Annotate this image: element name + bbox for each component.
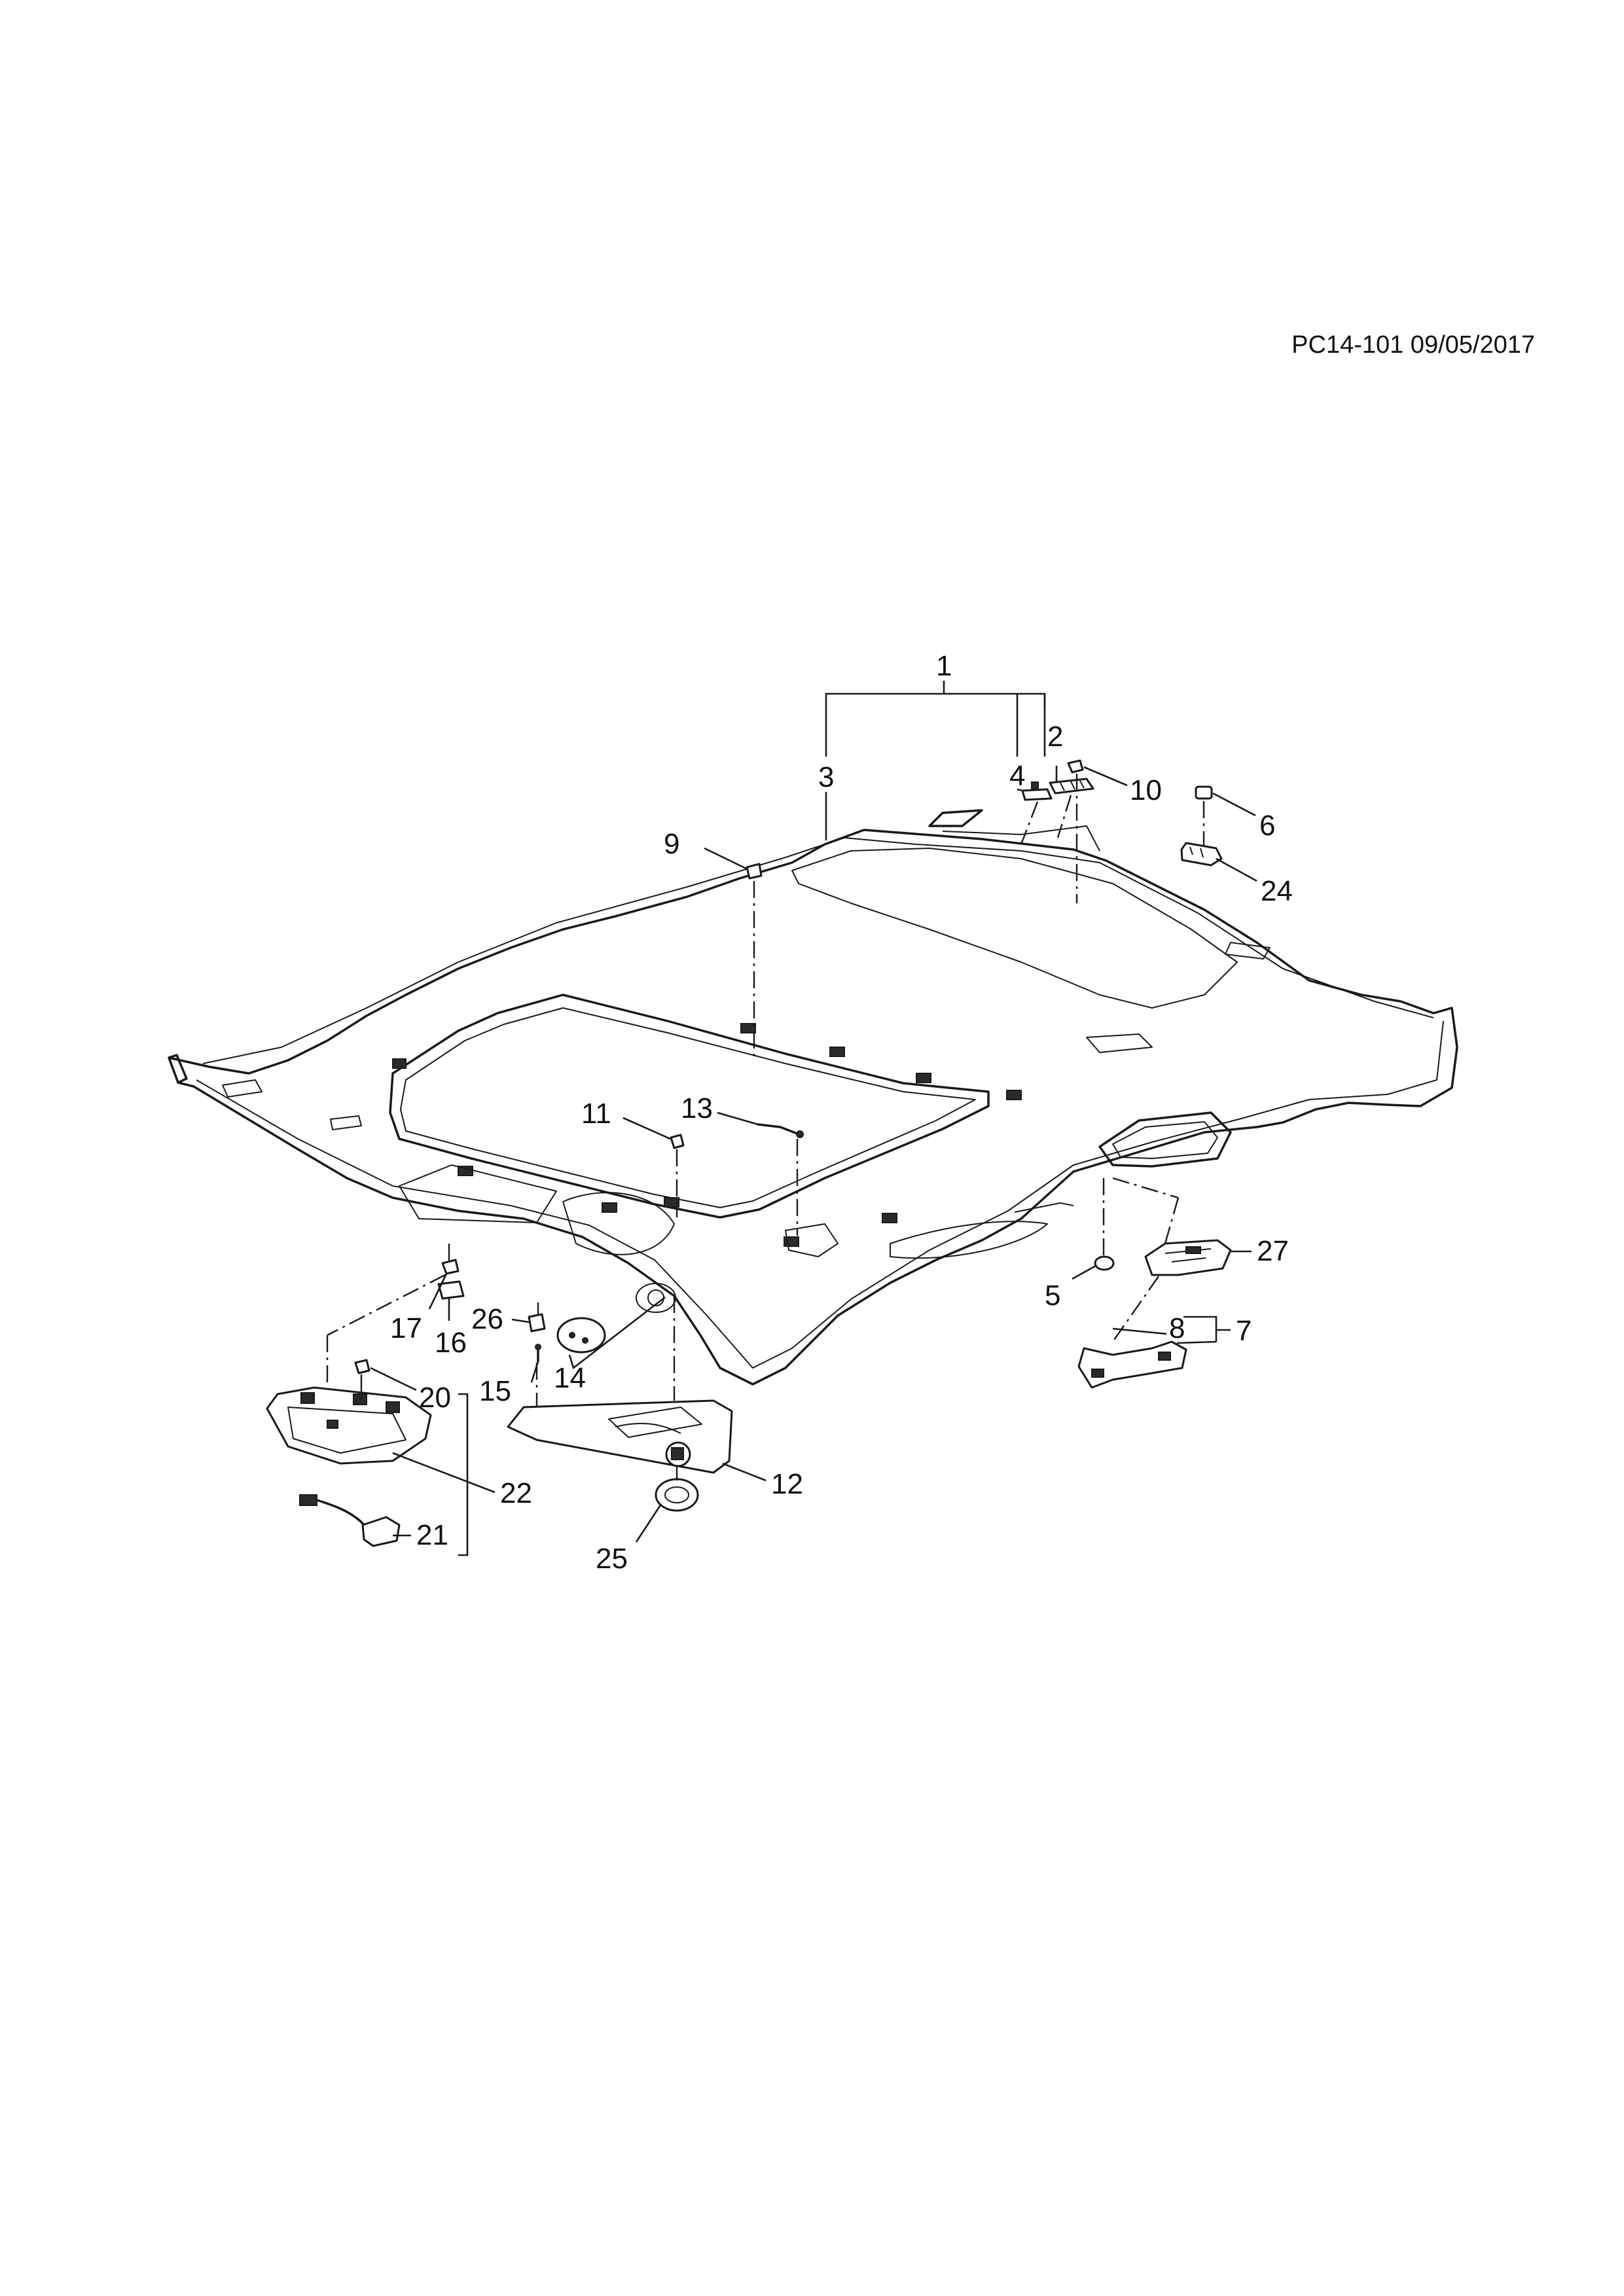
bracket-4 [1021,781,1053,801]
callout-labels: 1 2 3 4 10 6 24 9 11 13 5 27 8 7 17 16 2… [390,650,1293,1575]
callout-26: 26 [471,1303,503,1335]
callout-22: 22 [500,1477,532,1509]
callout-11: 11 [581,1098,611,1130]
harness-21 [299,1494,401,1547]
callout-16: 16 [435,1327,467,1359]
bracket-26 [528,1313,546,1333]
diagram-reference: PC14-101 09/05/2017 [1291,331,1535,359]
callout-7: 7 [1236,1315,1252,1347]
clip-16 [437,1280,465,1300]
callout-12: 12 [771,1468,803,1500]
callout-21: 21 [416,1519,448,1551]
callout-2: 2 [1047,721,1063,753]
callout-4: 4 [1009,760,1025,792]
callout-5: 5 [1045,1280,1060,1312]
callout-24: 24 [1261,875,1293,907]
wire-13 [757,1123,804,1138]
callout-8: 8 [1169,1312,1185,1344]
headliner-panel [168,809,1458,1386]
assembly-phantom-lines [326,774,1205,1480]
callout-17: 17 [390,1312,422,1344]
callout-14: 14 [554,1362,586,1394]
clip-6 [1195,785,1213,800]
callout-1: 1 [936,650,952,682]
callout-9: 9 [664,828,679,860]
bezel-25 [655,1478,699,1512]
leader-lines [370,681,1257,1556]
clip-20 [354,1359,370,1374]
callout-13: 13 [681,1092,713,1124]
retainer-10 [1067,759,1084,774]
grab-handle-27 [1144,1239,1232,1276]
callout-20: 20 [419,1382,451,1414]
retainer-clip-9 [746,863,763,880]
sun-visor-12 [507,1399,733,1474]
grommet-5 [1094,1255,1115,1271]
callout-3: 3 [818,761,834,793]
grab-handle-7 [1077,1340,1187,1389]
callout-6: 6 [1259,810,1275,842]
callout-25: 25 [596,1543,628,1575]
console-lamp-22 [266,1386,432,1465]
callout-15: 15 [479,1375,511,1407]
screw-15 [535,1344,541,1363]
bracket-2 [1049,778,1094,795]
bracket-24 [1180,842,1223,867]
cover-14 [556,1317,606,1354]
callout-27: 27 [1257,1235,1289,1267]
callout-10: 10 [1130,774,1162,806]
clip-17 [441,1259,460,1275]
clip-11 [670,1134,685,1149]
